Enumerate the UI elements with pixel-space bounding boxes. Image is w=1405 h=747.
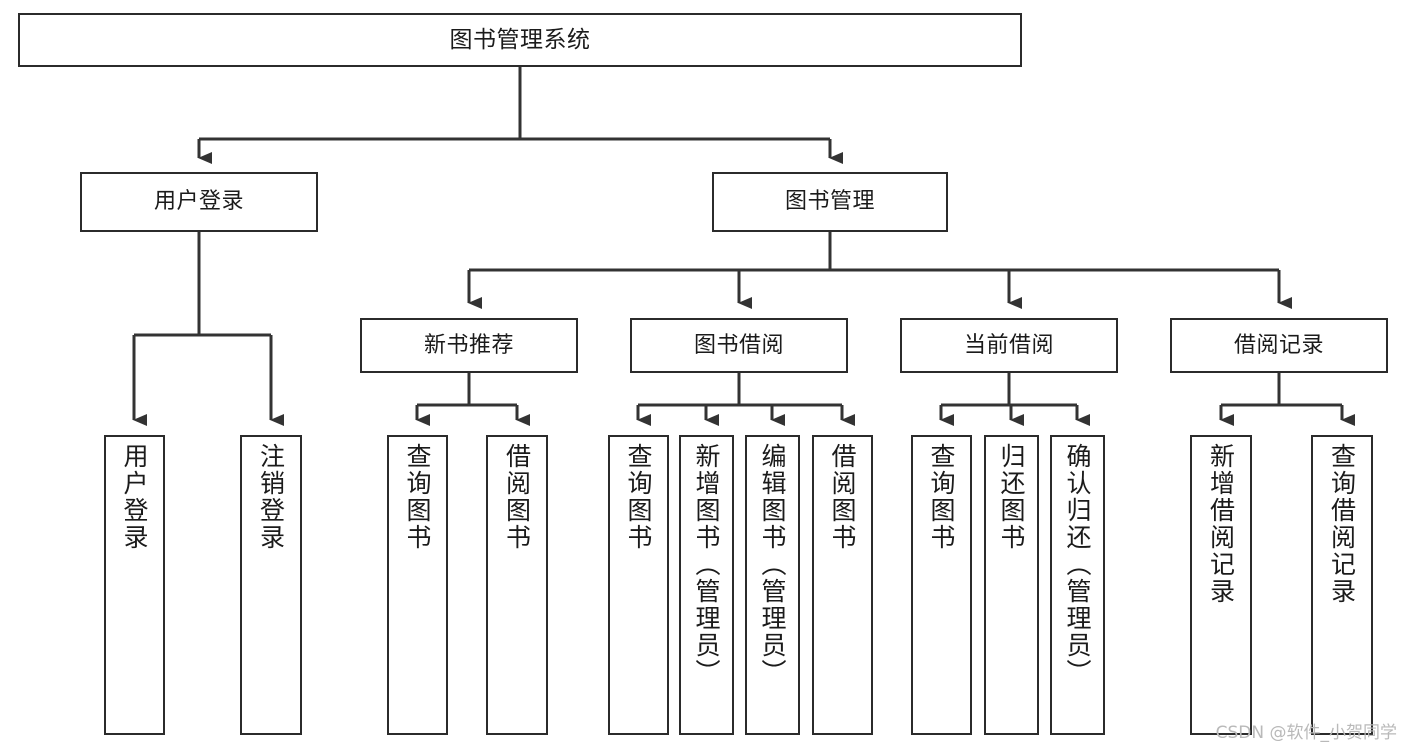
node-leaf-confirm-return-label: 确认归还（管理员） <box>1063 443 1092 686</box>
node-leaf-add-book[interactable]: 新增图书（管理员） <box>679 435 734 735</box>
node-book-borrowing[interactable]: 图书借阅 <box>630 318 848 373</box>
edges-borrowrecord-leaves <box>1219 373 1355 426</box>
node-leaf-query-book-recommendation-label: 查询图书 <box>403 443 432 551</box>
node-leaf-edit-book[interactable]: 编辑图书（管理员） <box>745 435 800 735</box>
node-borrowing-record[interactable]: 借阅记录 <box>1170 318 1388 373</box>
edges-bookborrow-leaves <box>636 373 855 426</box>
node-leaf-query-book-current[interactable]: 查询图书 <box>911 435 972 735</box>
node-leaf-query-book-borrowing-label: 查询图书 <box>624 443 653 551</box>
node-leaf-user-logout-label: 注销登录 <box>256 443 286 551</box>
node-user-login[interactable]: 用户登录 <box>80 172 318 232</box>
node-leaf-query-borrow-record[interactable]: 查询借阅记录 <box>1311 435 1373 735</box>
node-root[interactable]: 图书管理系统 <box>18 13 1022 67</box>
node-current-borrowing[interactable]: 当前借阅 <box>900 318 1118 373</box>
node-user-login-label: 用户登录 <box>153 189 244 215</box>
node-leaf-borrow-book-recommendation-label: 借阅图书 <box>502 443 532 551</box>
node-book-borrowing-label: 图书借阅 <box>693 332 784 358</box>
node-leaf-borrow-book-recommendation[interactable]: 借阅图书 <box>486 435 548 735</box>
node-leaf-add-book-label: 新增图书（管理员） <box>692 443 721 686</box>
edges-userlogin-leaves <box>132 232 284 426</box>
node-leaf-query-borrow-record-label: 查询借阅记录 <box>1327 443 1357 605</box>
node-leaf-confirm-return[interactable]: 确认归还（管理员） <box>1050 435 1105 735</box>
edges-currentborrow-leaves <box>939 373 1090 426</box>
node-current-borrowing-label: 当前借阅 <box>963 332 1054 358</box>
edges-bookmgmt-level3 <box>467 232 1292 309</box>
node-book-management-label: 图书管理 <box>784 189 875 215</box>
node-leaf-user-login-label: 用户登录 <box>120 443 149 551</box>
node-leaf-borrow-book-label: 借阅图书 <box>828 443 857 551</box>
node-leaf-borrow-book[interactable]: 借阅图书 <box>812 435 873 735</box>
node-leaf-edit-book-label: 编辑图书（管理员） <box>758 443 787 686</box>
node-leaf-add-borrow-record-label: 新增借阅记录 <box>1206 443 1236 605</box>
node-leaf-add-borrow-record[interactable]: 新增借阅记录 <box>1190 435 1252 735</box>
node-leaf-query-book-borrowing[interactable]: 查询图书 <box>608 435 669 735</box>
node-leaf-return-book[interactable]: 归还图书 <box>984 435 1039 735</box>
node-book-management[interactable]: 图书管理 <box>712 172 948 232</box>
node-leaf-user-logout[interactable]: 注销登录 <box>240 435 302 735</box>
node-new-book-recommendation[interactable]: 新书推荐 <box>360 318 578 373</box>
node-leaf-query-book-recommendation[interactable]: 查询图书 <box>387 435 448 735</box>
edges-root-level2 <box>197 67 843 164</box>
node-leaf-return-book-label: 归还图书 <box>997 443 1026 551</box>
edges-newbookrec-leaves <box>415 373 530 426</box>
node-leaf-user-login[interactable]: 用户登录 <box>104 435 165 735</box>
node-root-label: 图书管理系统 <box>449 26 591 53</box>
node-new-book-recommendation-label: 新书推荐 <box>423 332 514 358</box>
node-borrowing-record-label: 借阅记录 <box>1233 332 1324 358</box>
node-leaf-query-book-current-label: 查询图书 <box>927 443 956 551</box>
